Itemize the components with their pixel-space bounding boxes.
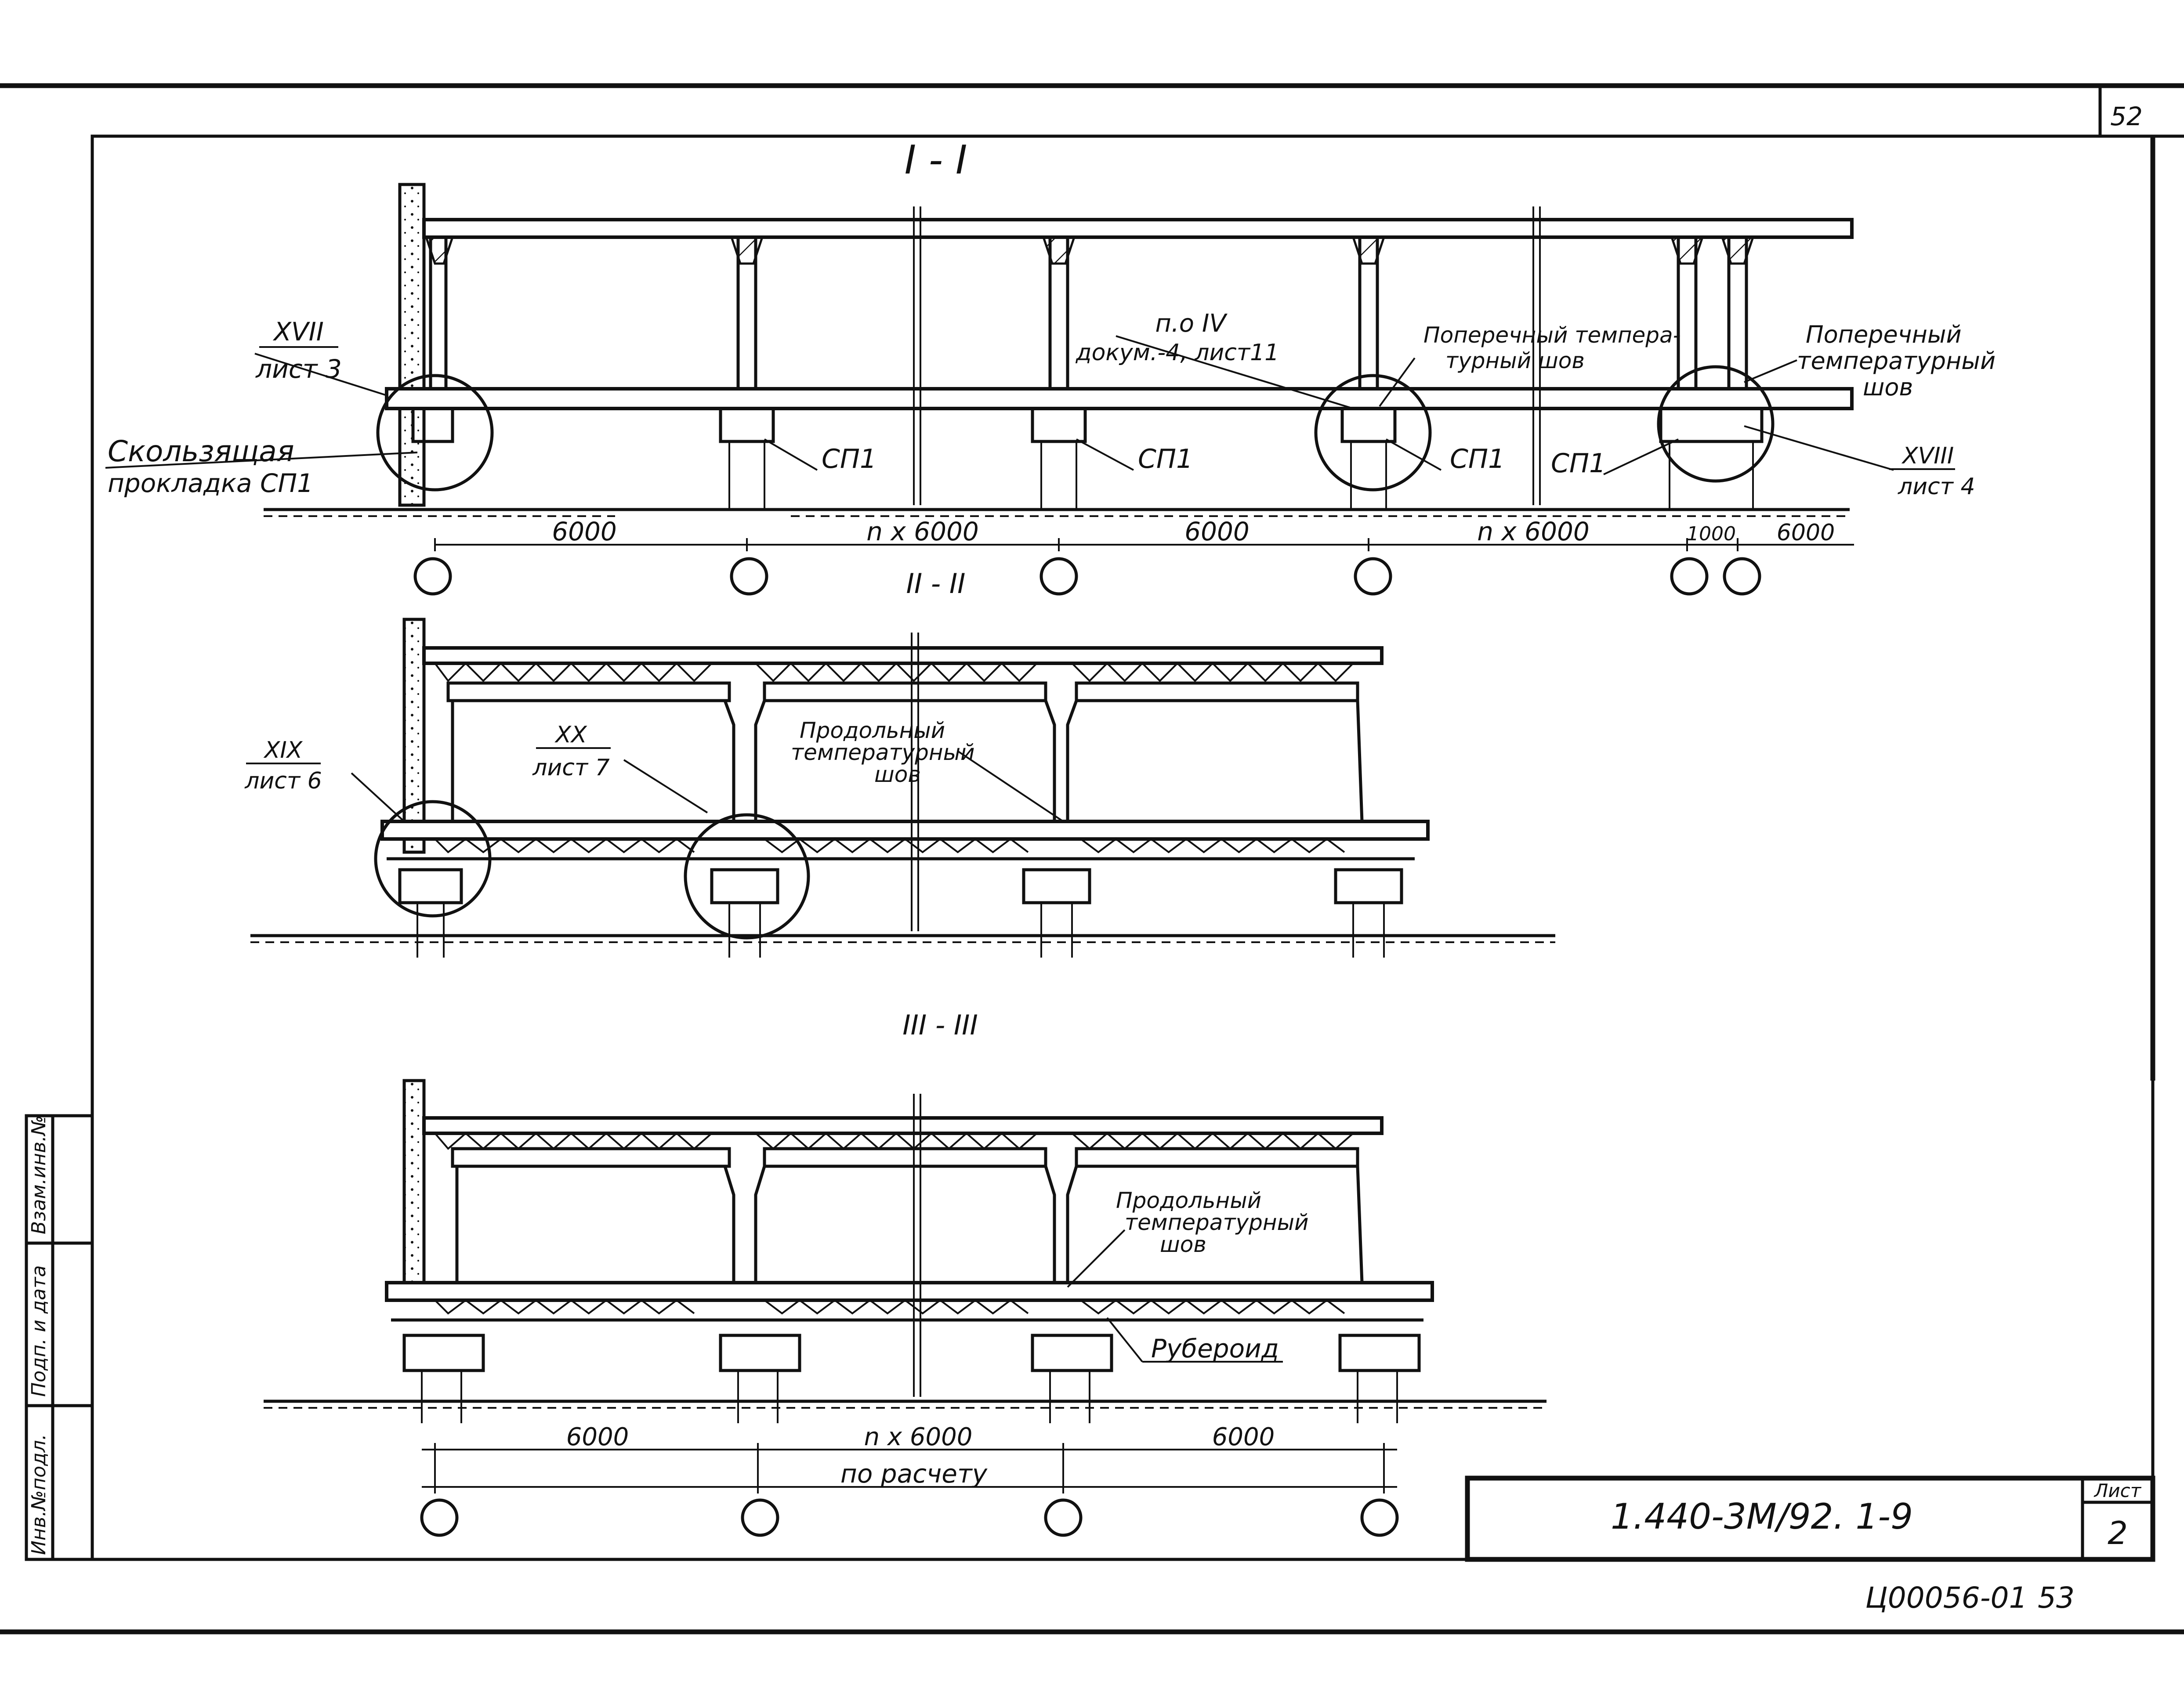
dim-1-6000-c: 6000 (1777, 520, 1835, 546)
callout-xviii-ref: лист 4 (1898, 474, 1975, 500)
callout-xviii: XVIII (1901, 443, 1954, 469)
section-2-drawing (250, 618, 1555, 958)
dim-3-6000-b: 6000 (1212, 1423, 1275, 1451)
stamp-sign-date: Подп. и дата (28, 1265, 50, 1397)
callout-xx-ref: лист 7 (532, 755, 610, 781)
dim-3-nx6000: n х 6000 (864, 1423, 973, 1451)
label-sp1-c: СП1 (1450, 444, 1505, 474)
transverse-joint-a-line-1: Поперечный темпера- (1423, 322, 1681, 348)
transverse-joint-b-line-1: Поперечный (1806, 321, 1962, 348)
transverse-joint-b-line-2: температурный (1797, 347, 1996, 375)
long-joint-3-line-1: Продольный (1116, 1188, 1261, 1213)
dim-1-6000: 6000 (552, 517, 617, 546)
dim-3-6000: 6000 (566, 1423, 629, 1451)
long-joint-2-line-1: Продольный (800, 718, 945, 743)
title-block (1465, 1475, 2155, 1562)
designation: 1.440-3М/92. 1-9 (1611, 1496, 1913, 1537)
section-1-drawing (105, 183, 1894, 596)
callout-xix: XIX (263, 737, 303, 763)
long-joint-2-line-2: температурный (791, 740, 975, 765)
label-sp1-a: СП1 (822, 444, 876, 474)
section-2-title: II - II (906, 568, 966, 600)
sheet-frame (0, 83, 2184, 1635)
label-sp1-d: СП1 (1551, 448, 1606, 479)
page-number-bottom: 53 (2038, 1581, 2075, 1615)
section-3-title: III - III (902, 1009, 978, 1041)
label-sp1-b: СП1 (1138, 444, 1193, 474)
section-3-drawing (264, 1079, 1547, 1537)
ruberoid-label: Рубероид (1151, 1334, 1279, 1363)
dim-1-nx6000: n х 6000 (866, 517, 979, 546)
callout-xx: XX (554, 722, 587, 748)
transverse-joint-b-line-3: шов (1863, 373, 1913, 401)
callout-xvii-ref: лист 3 (255, 354, 342, 384)
long-joint-3-line-2: температурный (1125, 1210, 1309, 1235)
dim-1-nx6000-b: n х 6000 (1477, 517, 1590, 546)
long-joint-3-line-3: шов (1160, 1232, 1206, 1257)
page-number-top: 52 (2110, 101, 2143, 131)
dim-1-1000: 1000 (1687, 523, 1736, 545)
po-iv-line-1: п.о IV (1155, 309, 1228, 338)
sliding-pad-line-2: прокладка СП1 (108, 468, 313, 498)
archive-code: Ц00056-01 (1865, 1581, 2028, 1615)
stamp-inv-no: Инв.№подл. (28, 1434, 50, 1555)
transverse-joint-a-line-2: турный шов (1445, 348, 1585, 373)
side-stamp (25, 1114, 94, 1561)
stamp-replace-inv: Взам.инв.№ (28, 1115, 50, 1234)
sheet-label: Лист (2093, 1480, 2142, 1501)
callout-xvii: XVII (272, 317, 324, 347)
sheet-number: 2 (2108, 1515, 2128, 1551)
po-iv-line-2: докум.-4, лист11 (1076, 340, 1279, 366)
dim-3-total: по расчету (840, 1459, 988, 1489)
long-joint-2-line-3: шов (874, 762, 921, 787)
section-1-title: I - I (905, 137, 967, 183)
sliding-pad-line-1: Скользящая (108, 434, 294, 468)
dim-1-6000-b: 6000 (1184, 517, 1250, 546)
callout-xix-ref: лист 6 (244, 768, 322, 794)
